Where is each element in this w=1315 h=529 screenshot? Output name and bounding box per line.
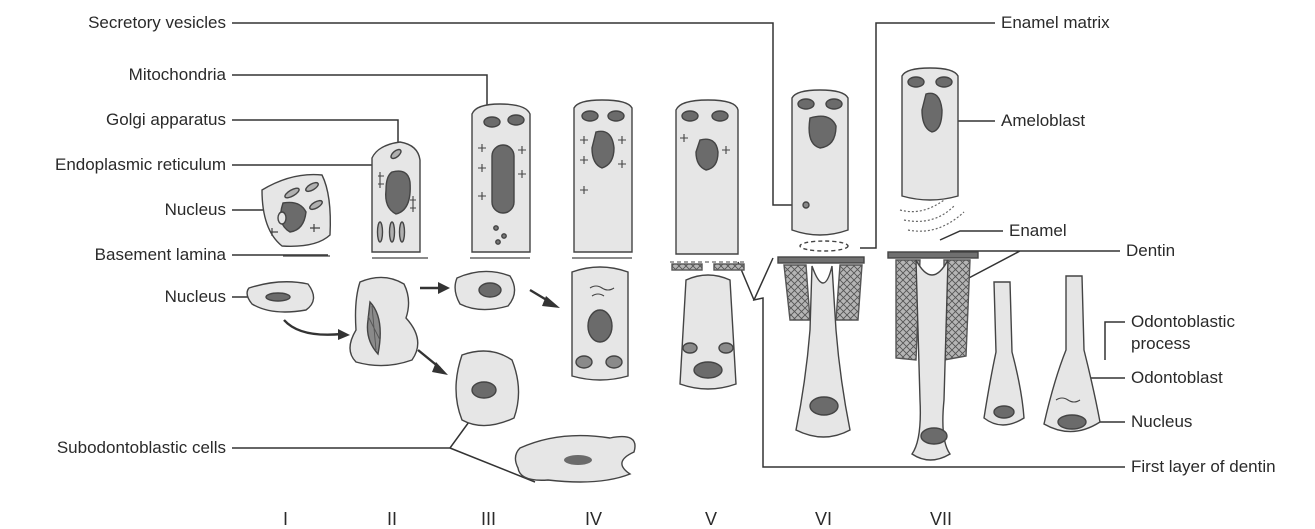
stage-label-3: III <box>481 510 496 528</box>
stage-label-1: I <box>283 510 288 528</box>
stage-5-cells <box>670 100 746 389</box>
label-subodontoblastic-cells: Subodontoblastic cells <box>6 438 226 458</box>
stage-label-6: VI <box>815 510 832 528</box>
stage-label-2: II <box>387 510 397 528</box>
label-odontoblast: Odontoblast <box>1131 368 1223 388</box>
stage-label-5: V <box>705 510 717 528</box>
label-secretory-vesicles: Secretory vesicles <box>46 13 226 33</box>
label-nucleus-upper: Nucleus <box>46 200 226 220</box>
stage-1-cells <box>247 175 330 312</box>
label-dentin: Dentin <box>1126 241 1175 261</box>
label-nucleus-lower: Nucleus <box>46 287 226 307</box>
stage-3-cells <box>455 104 530 426</box>
stage-6-cells <box>778 90 864 437</box>
label-golgi-apparatus: Golgi apparatus <box>46 110 226 130</box>
label-nucleus-right: Nucleus <box>1131 412 1192 432</box>
label-basement-lamina: Basement lamina <box>26 245 226 265</box>
label-enamel-matrix: Enamel matrix <box>1001 13 1110 33</box>
label-odontoblastic-process-line2: process <box>1131 334 1191 354</box>
stage-label-4: IV <box>585 510 602 528</box>
label-ameloblast: Ameloblast <box>1001 111 1085 131</box>
stage-4-cells <box>572 100 632 380</box>
label-first-layer-of-dentin: First layer of dentin <box>1131 457 1276 477</box>
stage-2-cells <box>350 142 428 366</box>
label-enamel: Enamel <box>1009 221 1067 241</box>
label-mitochondria: Mitochondria <box>46 65 226 85</box>
label-odontoblastic-process-line1: Odontoblastic <box>1131 312 1235 332</box>
stage-label-7: VII <box>930 510 952 528</box>
label-endoplasmic-reticulum: Endoplasmic reticulum <box>6 155 226 175</box>
